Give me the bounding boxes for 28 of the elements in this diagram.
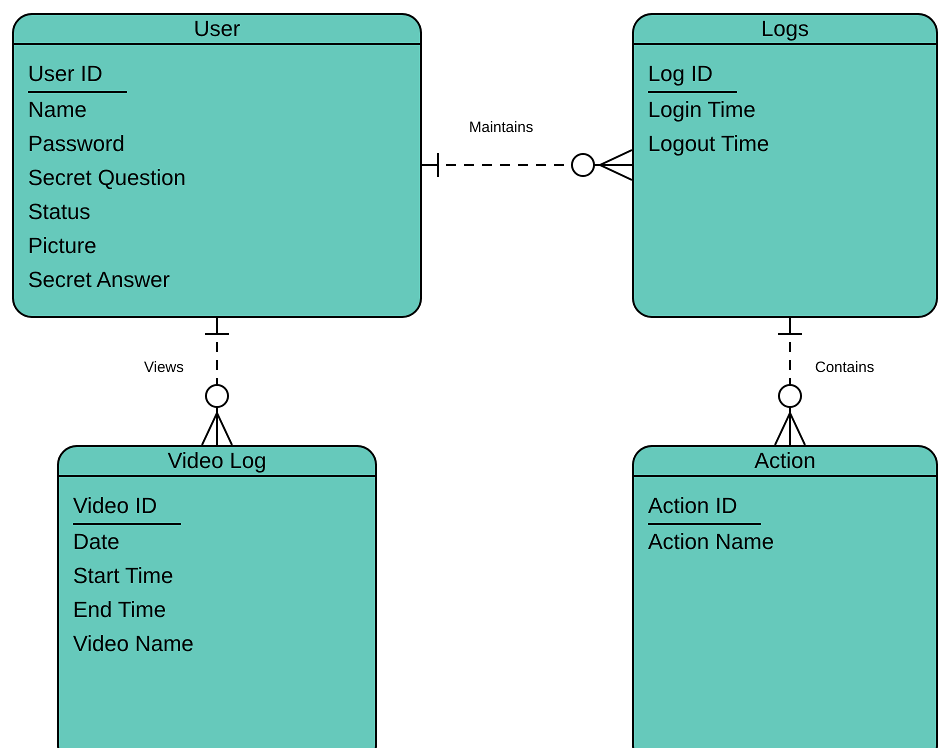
attribute: Action Name xyxy=(648,528,774,556)
relationship-line xyxy=(201,318,233,446)
attribute: Password xyxy=(28,130,125,158)
attribute: Secret Answer xyxy=(28,266,170,294)
attribute: Video Name xyxy=(73,630,194,658)
relationship-line xyxy=(774,318,806,446)
relationship-line xyxy=(422,149,633,181)
attribute: Start Time xyxy=(73,562,174,590)
entity-box xyxy=(57,445,377,748)
attribute: End Time xyxy=(73,596,166,624)
entity-name: Logs xyxy=(761,18,809,40)
attribute: Login Time xyxy=(648,96,756,124)
entity-name: User xyxy=(194,18,240,40)
attribute: Picture xyxy=(28,232,96,260)
primary-key: Log ID xyxy=(648,57,737,93)
attribute: Name xyxy=(28,96,87,124)
attribute: Logout Time xyxy=(648,130,770,158)
entity-box xyxy=(632,13,938,318)
entity-name: Action xyxy=(754,450,816,472)
entity-box xyxy=(12,13,422,318)
primary-key: Video ID xyxy=(73,489,181,525)
attribute: Secret Question xyxy=(28,164,186,192)
entity-name: Video Log xyxy=(168,450,266,472)
entity-box xyxy=(632,445,938,748)
attribute: Date xyxy=(73,528,120,556)
primary-key: Action ID xyxy=(648,489,762,525)
attribute: Status xyxy=(28,198,90,226)
primary-key: User ID xyxy=(28,57,127,93)
